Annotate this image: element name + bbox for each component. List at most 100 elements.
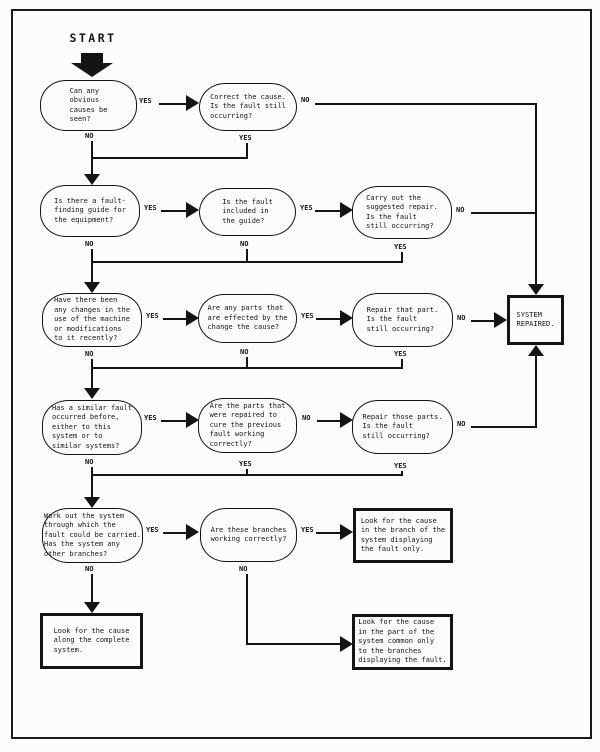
edge-label-yes: YES [301, 312, 314, 320]
node-obvious-causes-text: Can any obvious causes be seen? [69, 86, 108, 124]
node-carry-out-repair: Carry out the suggested repair. Is the f… [352, 186, 452, 239]
edge-label-no: NO [85, 350, 94, 358]
node-recent-changes-text: Have there been any changes in the use o… [54, 296, 130, 343]
edge-label-yes: YES [146, 312, 159, 320]
node-parts-affected-text: Are any parts that are effected by the c… [207, 304, 288, 332]
node-carry-out-repair-text: Carry out the suggested repair. Is the f… [366, 193, 438, 231]
node-work-out-system: Work out the system through which the fa… [42, 508, 143, 563]
edge-label-yes: YES [394, 350, 407, 358]
node-branch-only: Look for the cause in the branch of the … [353, 508, 453, 563]
node-fault-guide: Is there a fault- finding guide for the … [40, 185, 140, 237]
connector-line [471, 320, 494, 322]
edge-label-yes: YES [394, 243, 407, 251]
connector-line [91, 467, 93, 476]
node-branches-correct-text: Are these branches working correctly? [210, 525, 287, 544]
edge-label-no: NO [240, 240, 249, 248]
node-complete-system-text: Look for the cause along the complete sy… [53, 626, 130, 654]
connector-line [91, 157, 93, 174]
node-recent-changes: Have there been any changes in the use o… [42, 293, 142, 347]
connector-line [401, 359, 403, 369]
arrowhead-down-icon [84, 282, 100, 293]
node-similar-fault: Has a similar fault occurred before, eit… [42, 400, 142, 455]
arrowhead-right-icon [340, 412, 353, 428]
arrowhead-down-icon [528, 284, 544, 295]
edge-label-no: NO [456, 206, 465, 214]
connector-line [91, 141, 93, 159]
connector-line [246, 357, 248, 369]
node-branch-only-text: Look for the cause in the branch of the … [360, 516, 446, 554]
connector-line [91, 474, 93, 498]
arrowhead-down-icon [84, 602, 100, 613]
arrowhead-right-icon [340, 202, 353, 218]
edge-label-yes: YES [239, 460, 252, 468]
arrowhead-down-icon [84, 497, 100, 508]
connector-line [316, 532, 340, 534]
connector-line [246, 469, 248, 476]
edge-label-no: NO [85, 240, 94, 248]
connector-line [91, 359, 93, 369]
node-correct-cause: Correct the cause. Is the fault still oc… [199, 83, 297, 131]
edge-label-no: NO [457, 314, 466, 322]
edge-label-no: NO [239, 565, 248, 573]
connector-line [471, 212, 537, 214]
edge-label-yes: YES [146, 526, 159, 534]
arrowhead-down-icon [84, 174, 100, 185]
connector-line [535, 356, 537, 427]
arrowhead-right-icon [340, 524, 353, 540]
connector-line [246, 249, 248, 263]
arrowhead-up-icon [528, 345, 544, 356]
node-system-repaired: SYSTEM REPAIRED. [507, 295, 564, 345]
connector-line [246, 643, 340, 645]
connector-line [315, 103, 537, 105]
arrowhead-right-icon [186, 310, 199, 326]
node-obvious-causes: Can any obvious causes be seen? [40, 80, 137, 131]
start-arrow-icon [71, 63, 113, 77]
node-common-branches: Look for the cause in the part of the sy… [352, 614, 453, 670]
arrowhead-right-icon [340, 310, 353, 326]
connector-line [316, 318, 340, 320]
connector-line [91, 574, 93, 603]
node-system-repaired-text: SYSTEM REPAIRED. [516, 310, 555, 329]
node-similar-fault-text: Has a similar fault occurred before, eit… [51, 403, 133, 450]
edge-label-no: NO [85, 565, 94, 573]
node-work-out-system-text: Work out the system through which the fa… [44, 511, 141, 558]
node-previous-repairs-text: Are the parts that were repaired to cure… [209, 401, 286, 448]
start-arrow-stem [81, 53, 103, 64]
node-repair-those-parts-text: Repair those parts. Is the fault still o… [362, 412, 443, 440]
arrowhead-right-icon [340, 636, 353, 652]
connector-line [161, 420, 186, 422]
node-common-branches-text: Look for the cause in the part of the sy… [358, 618, 447, 665]
connector-line [91, 261, 403, 263]
connector-line [91, 367, 403, 369]
arrowhead-down-icon [84, 388, 100, 399]
connector-line [535, 103, 537, 285]
node-repair-that-part: Repair that part. Is the fault still occ… [352, 293, 453, 347]
connector-line [401, 252, 403, 263]
connector-line [246, 143, 248, 159]
node-fault-guide-text: Is there a fault- finding guide for the … [54, 196, 126, 224]
node-branches-correct: Are these branches working correctly? [200, 508, 297, 562]
node-correct-cause-text: Correct the cause. Is the fault still oc… [210, 92, 286, 120]
arrowhead-right-icon [186, 412, 199, 428]
node-parts-affected: Are any parts that are effected by the c… [198, 294, 297, 343]
connector-line [91, 249, 93, 263]
edge-label-yes: YES [139, 97, 152, 105]
connector-line [317, 420, 340, 422]
connector-line [91, 367, 93, 388]
arrowhead-right-icon [186, 95, 199, 111]
arrowhead-right-icon [494, 312, 507, 328]
edge-label-no: NO [85, 132, 94, 140]
edge-label-yes: YES [144, 414, 157, 422]
page-border [11, 9, 592, 739]
edge-label-no: NO [457, 420, 466, 428]
edge-label-no: NO [85, 458, 94, 466]
connector-line [159, 103, 186, 105]
node-repair-those-parts: Repair those parts. Is the fault still o… [352, 400, 453, 454]
arrowhead-right-icon [186, 524, 199, 540]
edge-label-no: NO [240, 348, 249, 356]
connector-line [163, 532, 186, 534]
node-previous-repairs: Are the parts that were repaired to cure… [198, 398, 297, 453]
connector-line [91, 261, 93, 283]
node-fault-in-guide: Is the fault included in the guide? [199, 188, 296, 236]
edge-label-no: NO [302, 414, 311, 422]
